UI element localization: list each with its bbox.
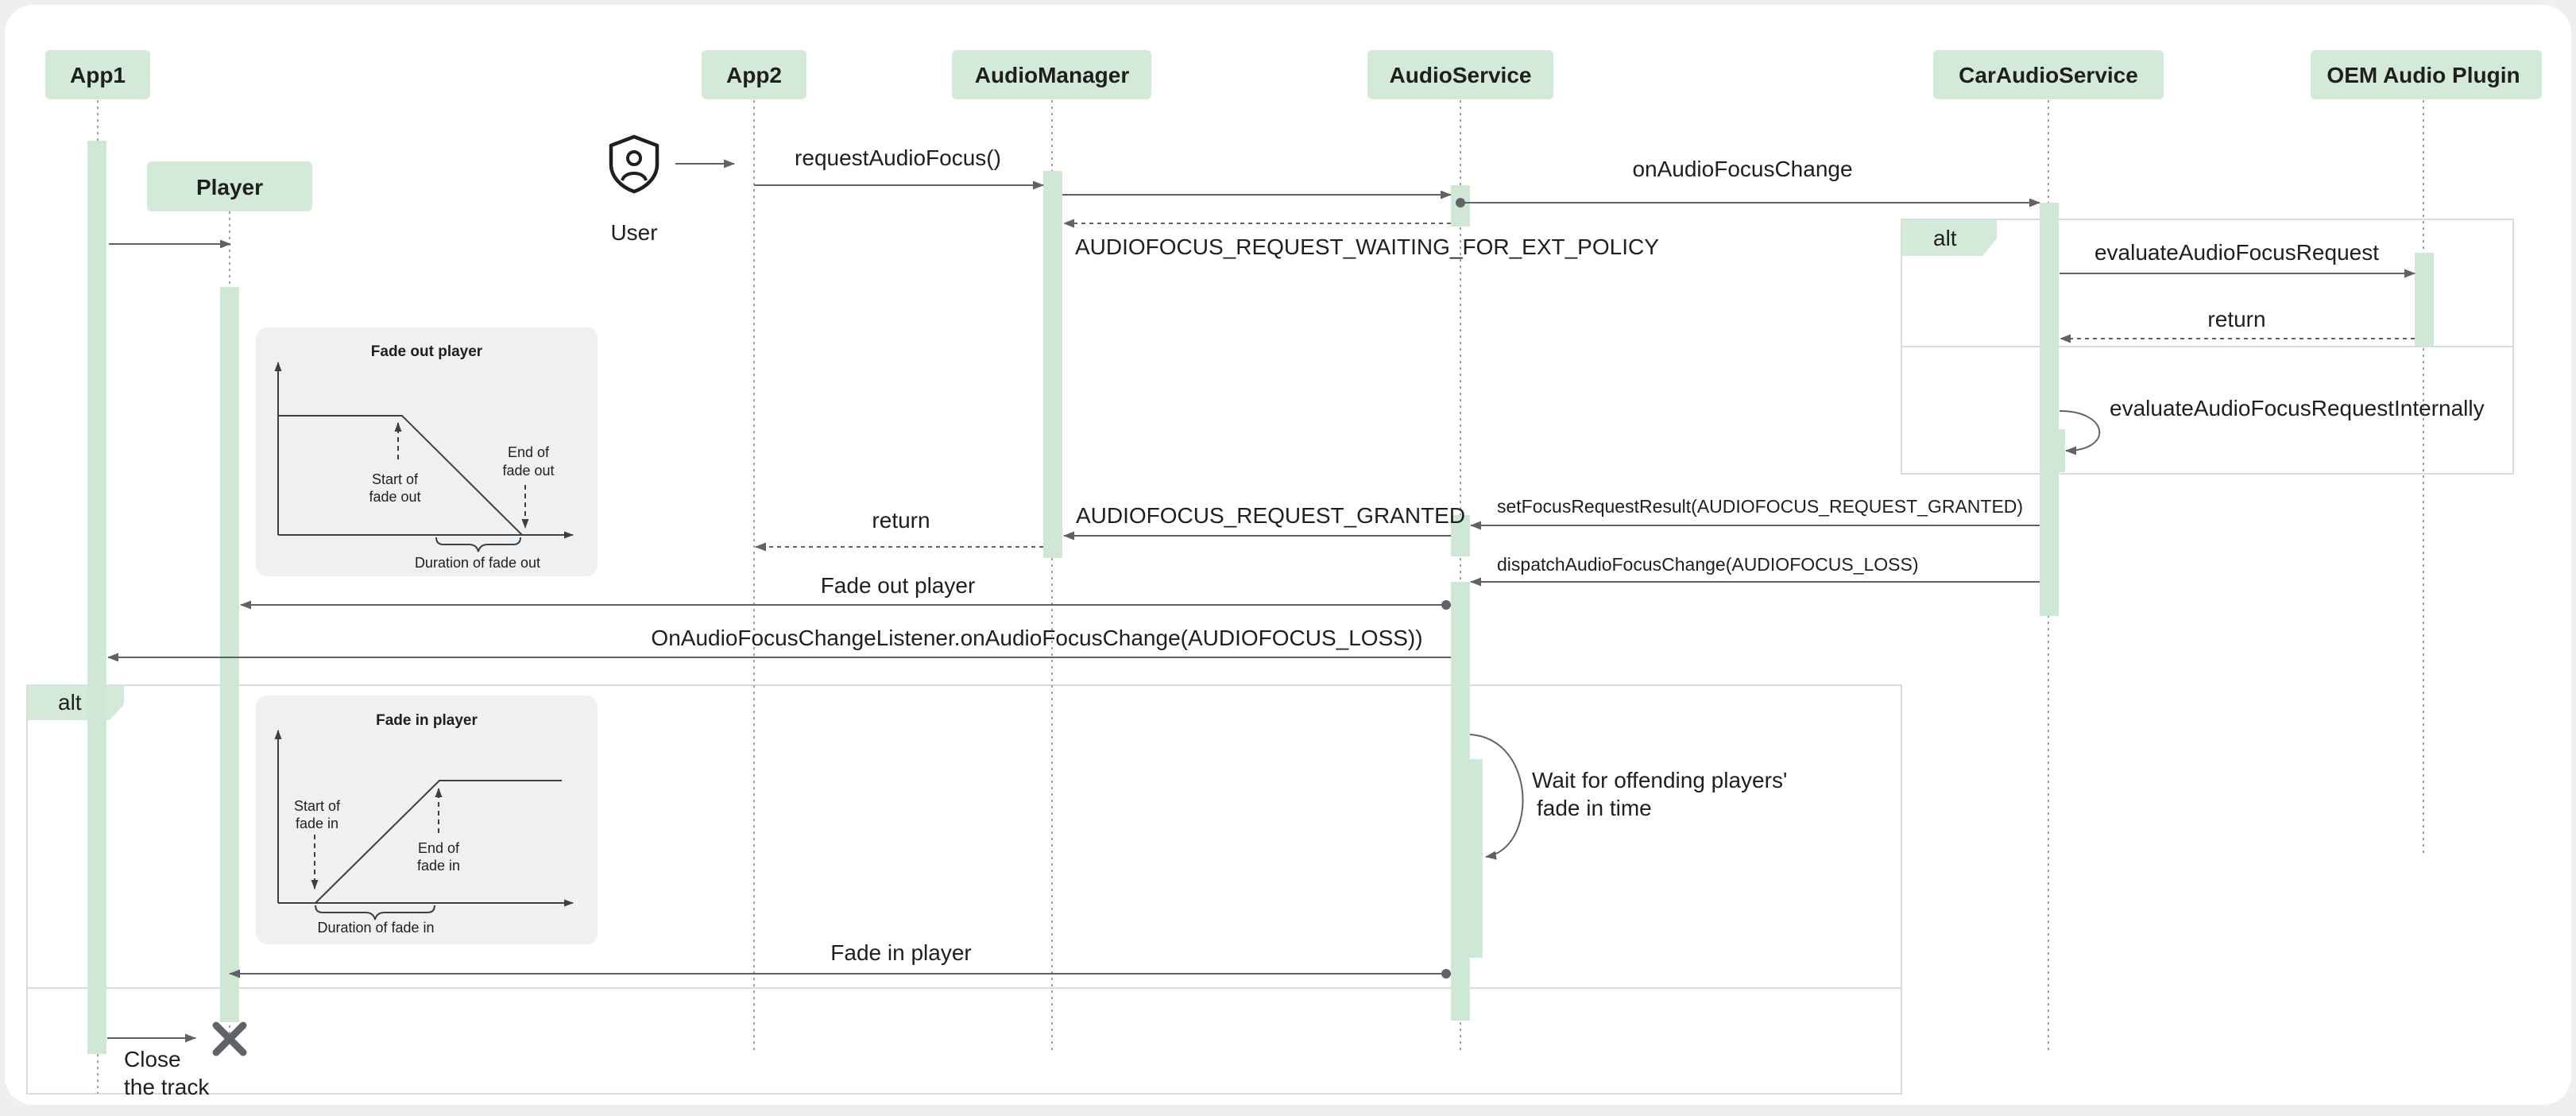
participant-audio-service: AudioService [1367, 50, 1553, 99]
msg-request-granted: AUDIOFOCUS_REQUEST_GRANTED [1076, 503, 1465, 528]
participant-label-app1: App1 [70, 63, 126, 87]
inset-fade-in-end-1: End of [418, 840, 460, 856]
inset-fade-in-start-1: Start of [294, 798, 341, 814]
msg-evaluate-request: evaluateAudioFocusRequest [2094, 240, 2379, 265]
inset-fade-out-end-2: fade out [502, 463, 554, 479]
participant-label-car-audio-service: CarAudioService [1959, 63, 2138, 87]
inset-fade-in-start-2: fade in [296, 816, 338, 831]
activation-car-audio-service [2040, 203, 2059, 616]
message-arrows [107, 180, 2415, 1043]
alt-fragment-car: alt [1901, 219, 2514, 475]
inset-fade-out-end-1: End of [508, 444, 550, 460]
msg-wait-line2: fade in time [1537, 796, 1652, 820]
participant-app2: App2 [702, 50, 806, 99]
activation-audio-service-nested [1460, 759, 1483, 958]
msg-on-audio-focus-change: onAudioFocusChange [1632, 157, 1852, 181]
participant-label-oem-audio-plugin: OEM Audio Plugin [2327, 63, 2520, 87]
msg-set-focus-result: setFocusRequestResult(AUDIOFOCUS_REQUEST… [1497, 496, 2023, 517]
msg-fade-out-player: Fade out player [821, 573, 976, 598]
activations [87, 141, 2434, 1054]
msg-fade-in-player: Fade in player [830, 940, 971, 965]
inset-fade-in-end-2: fade in [417, 858, 460, 874]
participant-label-audio-manager: AudioManager [975, 63, 1130, 87]
msg-return-oem: return [2207, 307, 2265, 331]
actor-user-label: User [610, 220, 657, 245]
activation-car-audio-internal [2048, 429, 2065, 472]
inset-fade-out: Fade out player Start of fade out End of… [256, 327, 598, 576]
msg-listener-loss: OnAudioFocusChangeListener.onAudioFocusC… [651, 626, 1422, 650]
activation-player [220, 287, 239, 1022]
msg-evaluate-internally: evaluateAudioFocusRequestInternally [2110, 396, 2485, 420]
msg-waiting-ext-policy: AUDIOFOCUS_REQUEST_WAITING_FOR_EXT_POLIC… [1075, 234, 1659, 259]
arrow-wait-fade-in [1469, 734, 1524, 860]
participant-label-audio-service: AudioService [1390, 63, 1532, 87]
msg-return-app2: return [872, 508, 930, 533]
destroy-x-icon [212, 1021, 247, 1056]
participant-player: Player [147, 161, 312, 211]
inset-fade-out-start-1: Start of [372, 471, 419, 487]
msg-close-line2: the track [124, 1075, 210, 1099]
msg-request-audio-focus: requestAudioFocus() [795, 145, 1001, 170]
inset-fade-in-title: Fade in player [376, 712, 478, 729]
inset-fade-out-title: Fade out player [371, 343, 483, 360]
participant-car-audio-service: CarAudioService [1933, 50, 2164, 99]
activation-audio-service-2 [1451, 515, 1470, 556]
participant-label-app2: App2 [726, 63, 782, 87]
alt-label-app: alt [58, 690, 82, 715]
participant-label-player: Player [196, 175, 263, 200]
activation-app1 [87, 141, 106, 1054]
participant-app1: App1 [45, 50, 150, 99]
participant-oem-audio-plugin: OEM Audio Plugin [2311, 50, 2542, 99]
user-shield-icon [609, 134, 659, 194]
activation-audio-manager [1043, 171, 1062, 558]
msg-close-line1: Close [124, 1047, 181, 1071]
arrow-evaluate-internally [2059, 410, 2101, 455]
msg-dispatch-focus-change: dispatchAudioFocusChange(AUDIOFOCUS_LOSS… [1497, 554, 1919, 575]
alt-label-car: alt [1933, 226, 1957, 250]
participant-audio-manager: AudioManager [952, 50, 1151, 99]
inset-fade-in-duration: Duration of fade in [317, 920, 434, 936]
inset-fade-out-duration: Duration of fade out [415, 555, 540, 571]
inset-fade-in: Fade in player Start of fade in End of f… [256, 696, 598, 944]
msg-wait-line1: Wait for offending players' [1532, 768, 1787, 792]
activation-oem-plugin [2415, 253, 2434, 347]
inset-fade-out-start-2: fade out [369, 489, 420, 505]
message-origin-dots [1441, 198, 1465, 978]
